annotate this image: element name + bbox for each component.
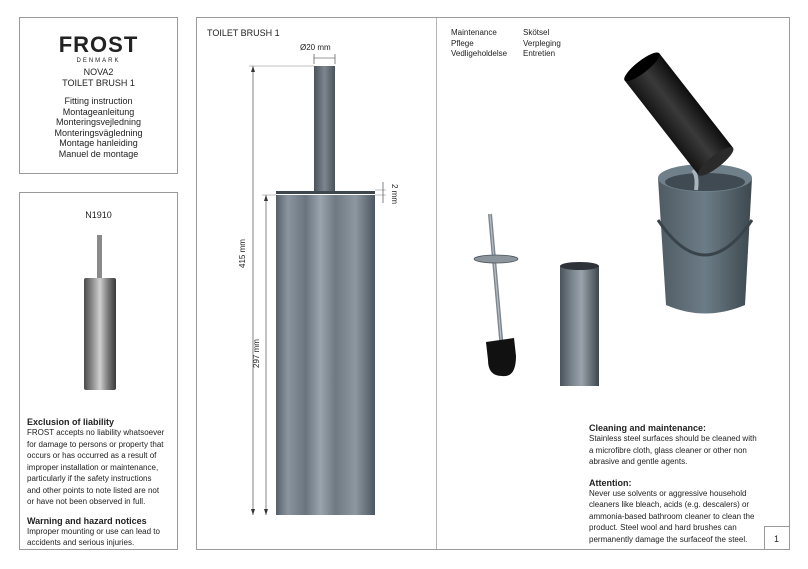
holder-tube-illustration [560,262,599,386]
liability-line: for damage to persons or property that [27,439,164,449]
cleaning-line: Stainless steel surfaces should be clean… [589,434,757,443]
instruction-title: Monteringsvejledning [55,117,142,127]
attention-line: product. Steel wool and hard brushes can [589,523,737,532]
liability-line: occurs or has occurred as a result of [27,451,157,460]
maintenance-lang: Maintenance [451,28,497,37]
attention-line: Never use solvents or aggressive househo… [589,488,747,498]
product-line-2: TOILET BRUSH 1 [62,78,135,88]
product-thumbnail [84,235,116,390]
attention-title: Attention: [589,477,632,488]
maintenance-langs-col1: Maintenance Pflege Vedligeholdelse [451,28,507,60]
warning-line: Improper mounting or use can lead to [27,526,160,536]
product-code: N1910 [85,210,112,220]
instruction-title: Manuel de montage [58,148,139,159]
bucket-illustration [656,164,754,314]
cleaning-title: Cleaning and maintenance: [589,423,707,433]
drawing-title: TOILET BRUSH 1 [207,28,280,38]
warning-line: accidents and serious injuries. [27,538,135,547]
brand-subtitle: DENMARK [76,58,121,64]
page-number-box: 1 [764,526,790,550]
cleaning-line: abrasive and gentle agents. [589,457,688,466]
attention-line: permanently damage the surfaceof the ste… [589,534,748,544]
warning-title: Warning and hazard notices [27,515,147,526]
dim-gap-label: 2 mm [390,184,399,204]
liability-title: Exclusion of liability [27,417,115,427]
maintenance-lang: Entretien [523,49,556,58]
cleaning-line: a microfibre cloth, glass cleaner or oth… [589,445,747,455]
dim-total-label: 415 mm [238,239,247,268]
info-box: N1910 Exclusion of liability FROST accep… [19,192,178,550]
brand-logo: FROST [58,32,139,57]
holder-lid [276,191,375,194]
instruction-title: Montageanleitung [62,106,135,117]
technical-drawing [249,54,386,515]
attention-line: ammonia-based bathroom cleaner to clean … [589,511,755,521]
instruction-titles: Fitting instruction Montageanleitung Mon… [20,96,177,159]
instruction-title: Fitting instruction [64,96,133,106]
attention-line: cleaners like bleach, acids (e.g. descal… [589,500,750,509]
maintenance-lang: Pflege [451,38,474,48]
product-line-1: NOVA2 [83,67,114,77]
instruction-title: Montage hanleiding [59,138,138,148]
maintenance-lang: Verpleging [523,38,561,48]
liability-line: or have not been observed in full. [27,497,146,506]
product-name: NOVA2 TOILET BRUSH 1 [20,67,177,89]
page-number: 1 [774,534,780,544]
panel-divider [436,18,437,549]
instruction-title: Monteringsvägledning [54,127,143,138]
liability-line: particularly if the safety instructions [27,474,152,483]
liability-line: improper installation or maintenance, [27,462,159,472]
maintenance-langs-col2: Skötsel Verpleging Entretien [523,28,561,60]
liability-line: and other points to note listed are not [27,485,160,495]
maintenance-illustration [473,52,754,386]
brush-illustration [473,213,519,377]
holder-body [276,195,375,515]
dim-diameter-label: Ø20 mm [300,43,331,52]
brand-box: FROST DENMARK NOVA2 TOILET BRUSH 1 Fitti… [19,17,178,174]
dim-holder-label: 297 mm [252,339,261,368]
maintenance-lang: Skötsel [523,28,550,37]
liability-line: FROST accepts no liability whatsoever [27,428,165,437]
cleaning-section: Cleaning and maintenance: Stainless stee… [589,423,779,545]
brush-handle [314,66,335,194]
dark-tube-illustration [624,52,734,176]
maintenance-lang: Vedligeholdelse [451,49,508,58]
